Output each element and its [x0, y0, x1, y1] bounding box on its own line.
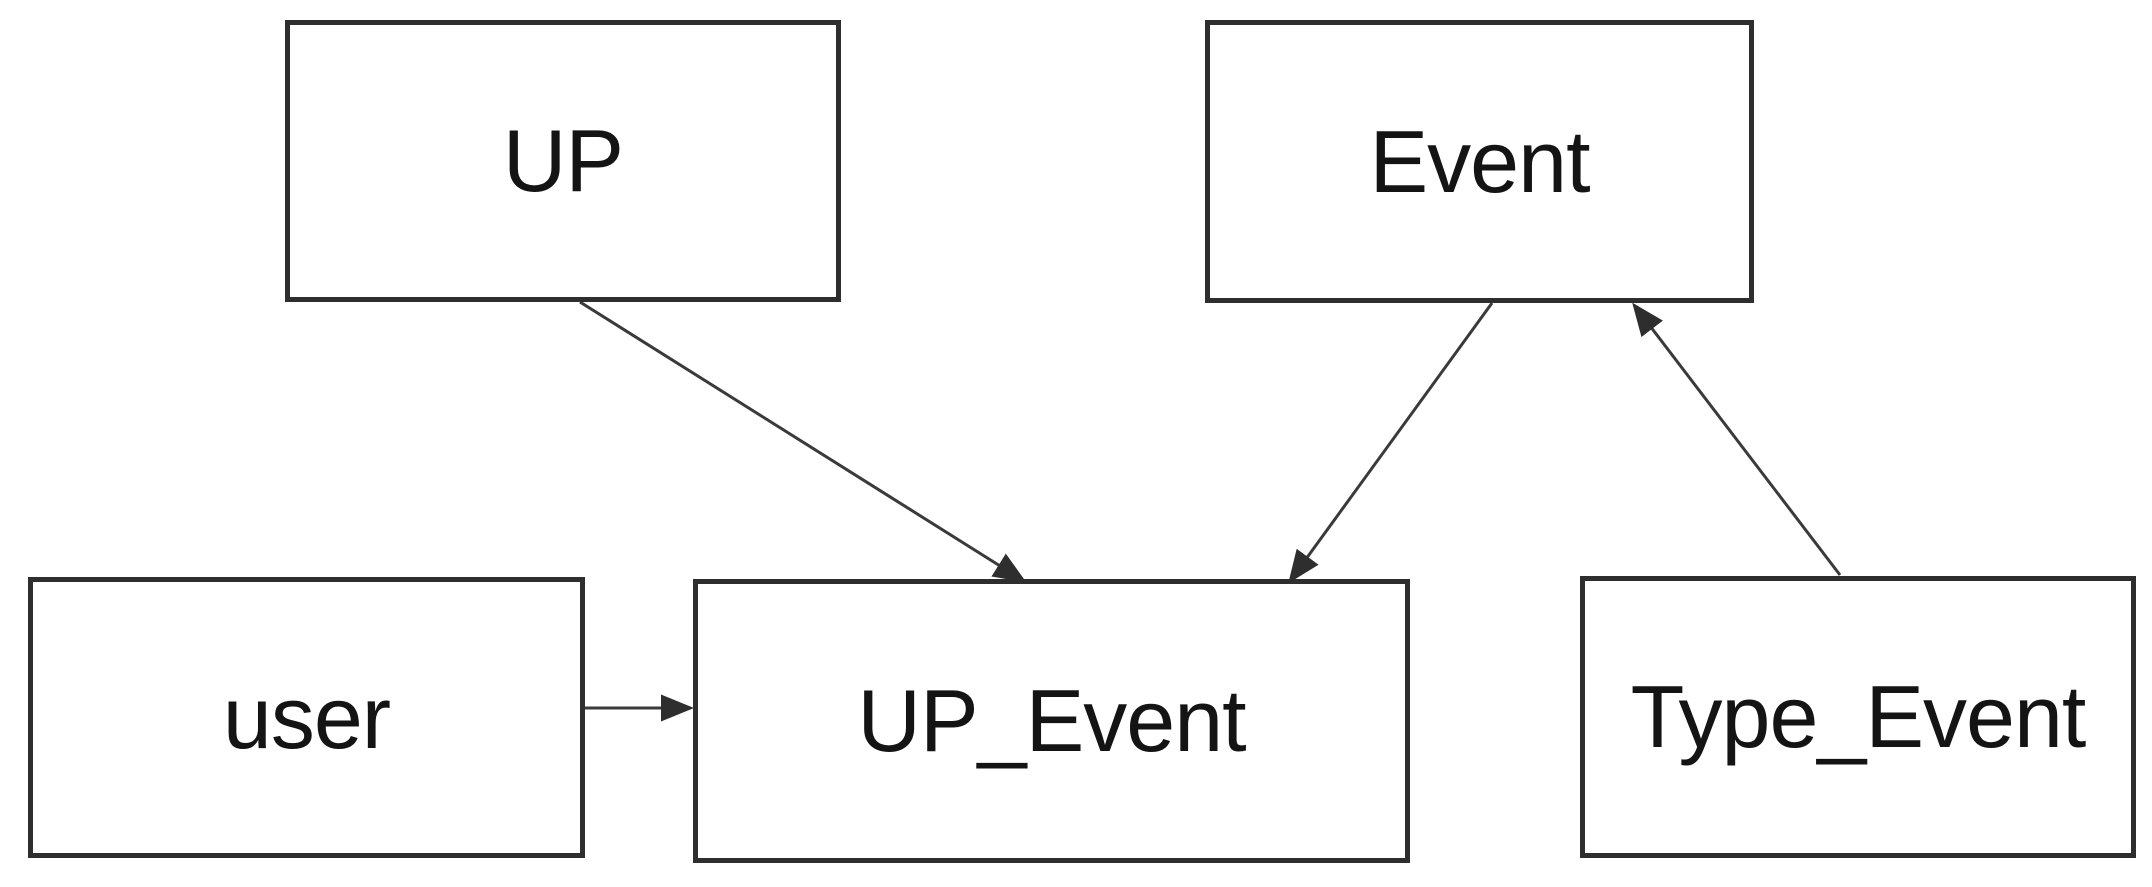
node-type-event: Type_Event	[1580, 576, 2136, 858]
node-up-label: UP	[502, 111, 624, 210]
node-event: Event	[1205, 20, 1754, 303]
node-up-event: UP_Event	[693, 579, 1410, 863]
node-type-event-label: Type_Event	[1630, 667, 2087, 766]
node-up: UP	[285, 20, 841, 302]
edge-event-to-up_event	[1288, 302, 1494, 584]
edge-up-to-up_event	[579, 300, 1027, 583]
node-user-label: user	[222, 667, 391, 767]
node-up-event-label: UP_Event	[857, 671, 1246, 770]
edge-type_event-to-event	[1632, 302, 1842, 576]
node-event-label: Event	[1369, 111, 1590, 211]
node-user: user	[28, 577, 585, 858]
